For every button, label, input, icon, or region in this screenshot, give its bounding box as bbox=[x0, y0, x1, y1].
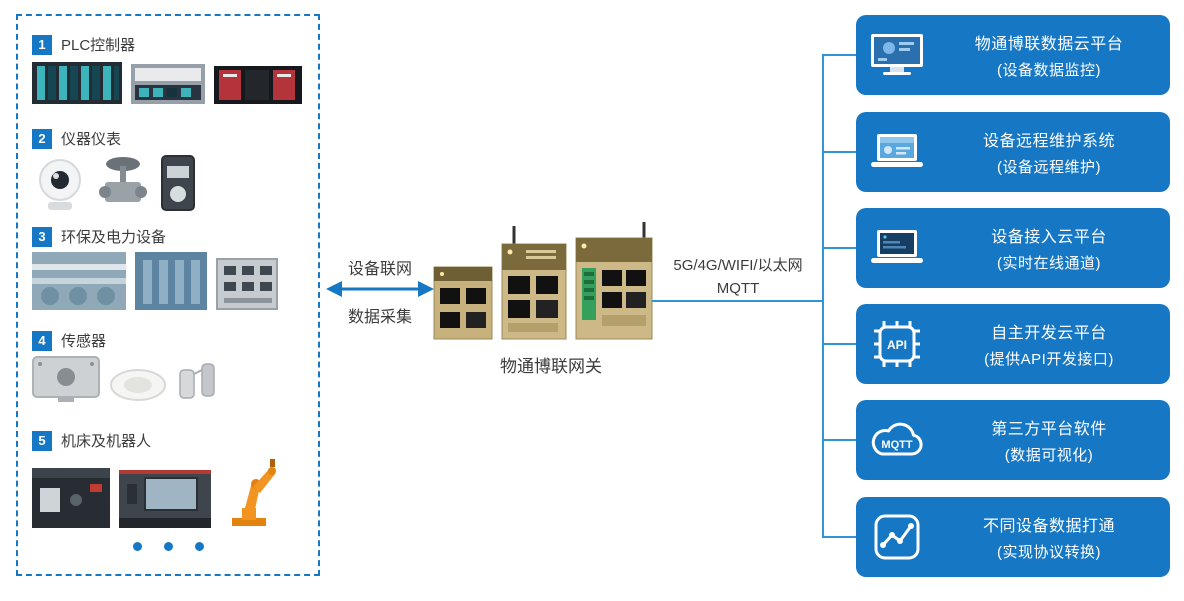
platform-box-data-cloud: 物通博联数据云平台 (设备数据监控) bbox=[856, 15, 1170, 95]
device-access-laptop-icon bbox=[856, 228, 938, 268]
uplink-labels: 5G/4G/WIFI/以太网 MQTT bbox=[654, 254, 822, 301]
category-environment-power: 3 环保及电力设备 bbox=[32, 226, 166, 247]
machine-photos-row bbox=[32, 456, 310, 528]
platform-box-subtitle: (数据可视化) bbox=[1004, 447, 1094, 464]
category-number-badge: 5 bbox=[32, 430, 52, 451]
plc-photos-row bbox=[32, 62, 310, 104]
arrow-top-label: 设备联网 bbox=[347, 261, 412, 278]
category-label: 环保及电力设备 bbox=[61, 229, 167, 246]
platform-box-subtitle: (实现协议转换) bbox=[997, 544, 1101, 561]
category-machines-robots: 5 机床及机器人 bbox=[32, 430, 151, 451]
mqtt-cloud-icon: MQTT bbox=[856, 418, 938, 462]
uplink-mqtt-label: MQTT bbox=[716, 280, 760, 298]
api-icon-text: API bbox=[887, 338, 907, 352]
category-number-badge: 2 bbox=[32, 128, 52, 149]
category-plc: 1 PLC控制器 bbox=[32, 34, 135, 55]
category-label: 仪器仪表 bbox=[61, 131, 122, 148]
sensor-photos-row bbox=[32, 356, 310, 402]
api-chip-icon: API bbox=[856, 319, 938, 369]
platform-box-third-party: MQTT 第三方平台软件 (数据可视化) bbox=[856, 400, 1170, 480]
mqtt-icon-text: MQTT bbox=[881, 439, 912, 451]
platform-box-title: 不同设备数据打通 bbox=[982, 518, 1115, 535]
power-plant-photo bbox=[135, 252, 207, 310]
platform-box-remote-maintenance: 设备远程维护系统 (设备远程维护) bbox=[856, 112, 1170, 192]
connector-branch-3 bbox=[822, 247, 856, 249]
camera-photo bbox=[39, 159, 81, 210]
sensor-box-photo bbox=[32, 356, 100, 402]
connector-gateway-to-bus bbox=[652, 300, 822, 302]
platform-box-subtitle: (设备数据监控) bbox=[997, 62, 1101, 79]
category-label: PLC控制器 bbox=[61, 37, 136, 54]
smoke-detector-photo bbox=[110, 369, 166, 401]
bidirectional-arrow bbox=[326, 281, 434, 297]
platform-box-title: 第三方平台软件 bbox=[991, 421, 1107, 438]
connector-branch-1 bbox=[822, 54, 856, 56]
platform-box-title: 设备接入云平台 bbox=[991, 229, 1107, 246]
platform-box-subtitle: (设备远程维护) bbox=[997, 159, 1101, 176]
connector-branch-5 bbox=[822, 439, 856, 441]
ellipsis-dot bbox=[163, 542, 173, 551]
uplink-protocols-label: 5G/4G/WIFI/以太网 bbox=[673, 257, 803, 274]
category-label: 机床及机器人 bbox=[61, 433, 152, 450]
control-cabinet-photo bbox=[216, 258, 278, 310]
gateway-devices-photo bbox=[433, 222, 653, 340]
valve-photo bbox=[99, 157, 147, 202]
device-categories-panel: 1 PLC控制器 bbox=[16, 14, 320, 576]
plc-photo-1 bbox=[32, 62, 122, 104]
platform-box-title: 自主开发云平台 bbox=[991, 325, 1107, 342]
connector-branch-2 bbox=[822, 151, 856, 153]
gateway-label: 物通博联网关 bbox=[500, 357, 602, 376]
platform-box-device-access: 设备接入云平台 (实时在线通道) bbox=[856, 208, 1170, 288]
plc-photo-3 bbox=[214, 66, 302, 104]
machine-tool-photo-1 bbox=[32, 468, 110, 528]
category-number-badge: 3 bbox=[32, 226, 52, 247]
more-devices-ellipsis bbox=[18, 542, 318, 551]
platform-box-custom-api: API 自主开发云平台 (提供API开发接口) bbox=[856, 304, 1170, 384]
cloud-platform-monitor-icon bbox=[856, 32, 938, 78]
machine-tool-photo-2 bbox=[119, 470, 211, 528]
plc-photo-2 bbox=[131, 64, 205, 104]
platform-box-subtitle: (实时在线通道) bbox=[997, 255, 1101, 272]
magnetic-sensor-photo bbox=[179, 363, 215, 399]
category-instruments: 2 仪器仪表 bbox=[32, 128, 121, 149]
connector-branch-4 bbox=[822, 343, 856, 345]
water-plant-photo bbox=[32, 252, 126, 310]
ellipsis-dot bbox=[132, 542, 142, 551]
platform-box-data-bridge: 不同设备数据打通 (实现协议转换) bbox=[856, 497, 1170, 577]
platform-box-title: 物通博联数据云平台 bbox=[974, 36, 1124, 53]
robot-arm-photo bbox=[232, 459, 276, 526]
environment-photos-row bbox=[32, 252, 310, 310]
line-chart-icon bbox=[856, 513, 938, 561]
connector-bus-vertical bbox=[822, 54, 824, 538]
meter-photo bbox=[161, 155, 195, 211]
category-sensors: 4 传感器 bbox=[32, 330, 106, 351]
connector-branch-6 bbox=[822, 536, 856, 538]
instrument-photos-row bbox=[32, 154, 310, 212]
platform-box-title: 设备远程维护系统 bbox=[982, 133, 1115, 150]
ellipsis-dot bbox=[194, 542, 204, 551]
category-number-badge: 1 bbox=[32, 34, 52, 55]
platform-box-subtitle: (提供API开发接口) bbox=[984, 351, 1114, 368]
arrow-bottom-label: 数据采集 bbox=[347, 309, 412, 326]
category-label: 传感器 bbox=[61, 333, 107, 350]
remote-maintenance-laptop-icon bbox=[856, 132, 938, 172]
category-number-badge: 4 bbox=[32, 330, 52, 351]
